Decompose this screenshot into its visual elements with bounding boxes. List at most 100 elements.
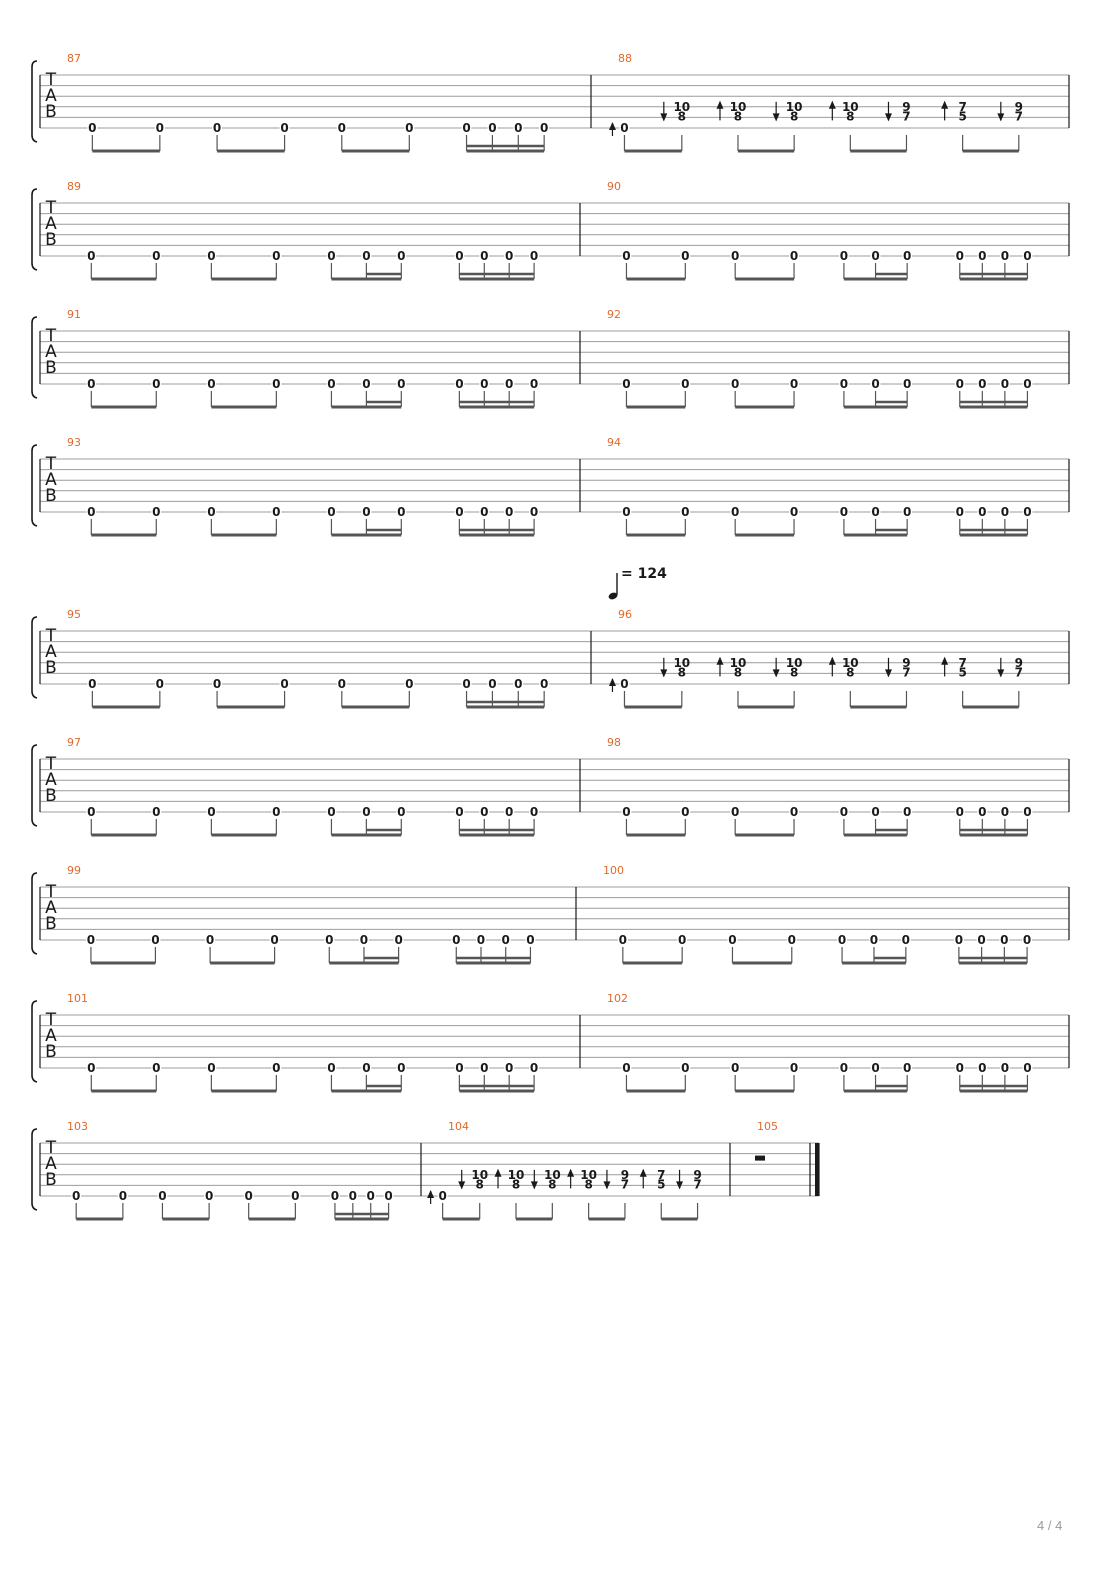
- fret-note: 0: [362, 805, 370, 819]
- fret-note-bg: [475, 933, 486, 945]
- tab-clef: A: [45, 642, 57, 662]
- fret-note: 5: [958, 109, 966, 123]
- fret-note-bg: [269, 933, 280, 945]
- fret-note: 9: [621, 1168, 629, 1182]
- tab-clef: T: [45, 1010, 57, 1030]
- fret-note: 9: [693, 1168, 701, 1182]
- half-rest-icon: [755, 1155, 765, 1161]
- fret-note: 8: [584, 1177, 592, 1191]
- fret-note-bg: [504, 377, 515, 389]
- fret-note: 0: [87, 805, 95, 819]
- fret-note: 0: [978, 377, 986, 391]
- fret-note-bg: [513, 121, 524, 133]
- fret-note-bg: [870, 249, 881, 261]
- fret-note-bg: [727, 933, 738, 945]
- stroke-up-icon: [828, 100, 836, 109]
- fret-note: 0: [871, 505, 879, 519]
- fret-note: 0: [87, 249, 95, 263]
- final-barline: [815, 1143, 819, 1196]
- fret-note: 0: [678, 933, 686, 947]
- fret-note-bg: [539, 677, 550, 689]
- bar-number: 99: [67, 864, 81, 877]
- fret-note-bg: [999, 505, 1010, 517]
- fret-note-bg: [85, 933, 96, 945]
- tab-clef: A: [45, 1154, 57, 1174]
- tab-clef: A: [45, 470, 57, 490]
- fret-note-bg: [479, 377, 490, 389]
- fret-note: 0: [362, 377, 370, 391]
- fret-note: 0: [272, 505, 280, 519]
- fret-note: 0: [245, 1189, 253, 1203]
- fret-note-bg: [677, 933, 688, 945]
- fret-note: 0: [681, 249, 689, 263]
- fret-note: 0: [394, 933, 402, 947]
- fret-note: 0: [327, 805, 335, 819]
- fret-note-bg: [868, 933, 879, 945]
- fret-note-bg: [680, 505, 691, 517]
- fret-note-bg: [454, 505, 465, 517]
- fret-note-bg: [789, 505, 800, 517]
- fret-note-bg: [279, 121, 290, 133]
- fret-note: 0: [452, 933, 460, 947]
- stroke-down-icon: [997, 669, 1005, 678]
- fret-note: 0: [207, 505, 215, 519]
- fret-note-bg: [900, 933, 911, 945]
- fret-note-bg: [529, 377, 540, 389]
- fret-note-bg: [977, 505, 988, 517]
- fret-note-bg: [619, 677, 630, 689]
- fret-note-bg: [504, 249, 515, 261]
- system-bracket: [31, 744, 38, 827]
- fret-note: 0: [397, 377, 405, 391]
- fret-note-bg: [870, 805, 881, 817]
- fret-note-bg: [206, 249, 217, 261]
- fret-note: 0: [119, 1189, 127, 1203]
- fret-note: 7: [693, 1177, 701, 1191]
- stroke-down-icon: [603, 1181, 611, 1190]
- fret-note: 8: [734, 665, 742, 679]
- fret-note-bg: [451, 933, 462, 945]
- fret-note: 0: [956, 377, 964, 391]
- stroke-up-icon: [716, 100, 724, 109]
- fret-note-bg: [404, 121, 415, 133]
- quarter-note-icon: [608, 592, 618, 600]
- fret-note: 0: [327, 505, 335, 519]
- fret-note: 10: [471, 1168, 488, 1182]
- tab-clef: B: [45, 230, 57, 250]
- fret-note: 0: [505, 805, 513, 819]
- fret-note-bg: [789, 377, 800, 389]
- fret-note: 8: [846, 109, 854, 123]
- fret-note-bg: [151, 377, 162, 389]
- fret-note-bg: [361, 377, 372, 389]
- fret-note-bg: [157, 1189, 168, 1201]
- fret-note: 0: [272, 1061, 280, 1075]
- fret-note: 0: [477, 933, 485, 947]
- fret-note: 0: [480, 1061, 488, 1075]
- fret-note: 0: [871, 377, 879, 391]
- tab-clef: T: [45, 198, 57, 218]
- fret-note-bg: [454, 249, 465, 261]
- bar-number: 88: [618, 52, 632, 65]
- fret-note: 0: [514, 677, 522, 691]
- system-bracket: [31, 60, 38, 143]
- tab-clef: A: [45, 342, 57, 362]
- fret-note: 0: [978, 805, 986, 819]
- fret-note: 10: [786, 100, 803, 114]
- fret-note: 0: [1001, 249, 1009, 263]
- fret-note-bg: [730, 805, 741, 817]
- fret-note: 0: [530, 1061, 538, 1075]
- fret-note-bg: [347, 1189, 358, 1201]
- fret-note-bg: [86, 805, 97, 817]
- fret-note: 7: [1015, 665, 1023, 679]
- fret-note-bg: [206, 377, 217, 389]
- tab-clef: A: [45, 770, 57, 790]
- fret-note-bg: [324, 933, 335, 945]
- fret-note: 0: [272, 805, 280, 819]
- fret-note-bg: [336, 121, 347, 133]
- bar-number: 103: [67, 1120, 88, 1133]
- fret-note-bg: [954, 805, 965, 817]
- fret-note: 0: [384, 1189, 392, 1203]
- tab-clef: A: [45, 1026, 57, 1046]
- bar-number: 87: [67, 52, 81, 65]
- fret-note: 0: [790, 377, 798, 391]
- fret-note-bg: [953, 933, 964, 945]
